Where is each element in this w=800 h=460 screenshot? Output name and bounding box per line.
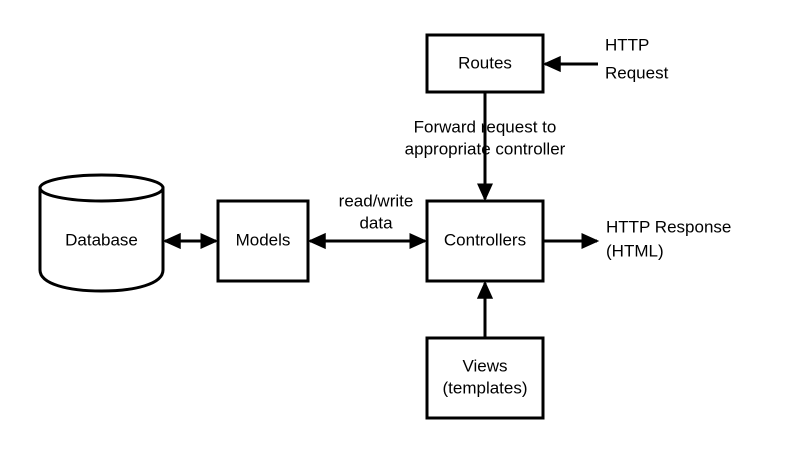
read-write-label-line1: read/write xyxy=(339,191,414,210)
label-http-request: HTTP Request xyxy=(605,35,669,82)
views-label-line2: (templates) xyxy=(442,378,527,397)
http-request-label-line2: Request xyxy=(605,63,669,82)
http-response-label-line1: HTTP Response xyxy=(606,217,731,236)
database-cylinder-top xyxy=(38,173,165,203)
node-views[interactable]: Views (templates) xyxy=(425,336,545,420)
node-models[interactable]: Models xyxy=(216,199,310,283)
label-forward-request: Forward request to appropriate controlle… xyxy=(405,117,566,158)
controllers-label: Controllers xyxy=(444,230,526,249)
forward-request-label-line1: Forward request to xyxy=(414,117,557,136)
http-response-label-line2: (HTML) xyxy=(606,241,664,260)
read-write-label-line2: data xyxy=(359,213,393,232)
controllers-box[interactable] xyxy=(425,199,545,283)
node-database[interactable]: Database xyxy=(38,173,165,293)
label-http-response: HTTP Response (HTML) xyxy=(606,217,731,260)
node-controllers[interactable]: Controllers xyxy=(425,199,545,283)
database-cylinder-body[interactable] xyxy=(38,186,165,293)
node-routes[interactable]: Routes xyxy=(425,33,545,94)
routes-label: Routes xyxy=(458,53,512,72)
http-request-label-line1: HTTP xyxy=(605,35,649,54)
routes-box[interactable] xyxy=(425,33,545,94)
database-label: Database xyxy=(65,230,138,249)
views-label-line1: Views xyxy=(462,356,507,375)
views-box[interactable] xyxy=(425,336,545,420)
forward-request-label-line2: appropriate controller xyxy=(405,139,566,158)
models-box[interactable] xyxy=(216,199,310,283)
models-label: Models xyxy=(236,230,291,249)
label-read-write-data: read/write data xyxy=(339,191,414,232)
